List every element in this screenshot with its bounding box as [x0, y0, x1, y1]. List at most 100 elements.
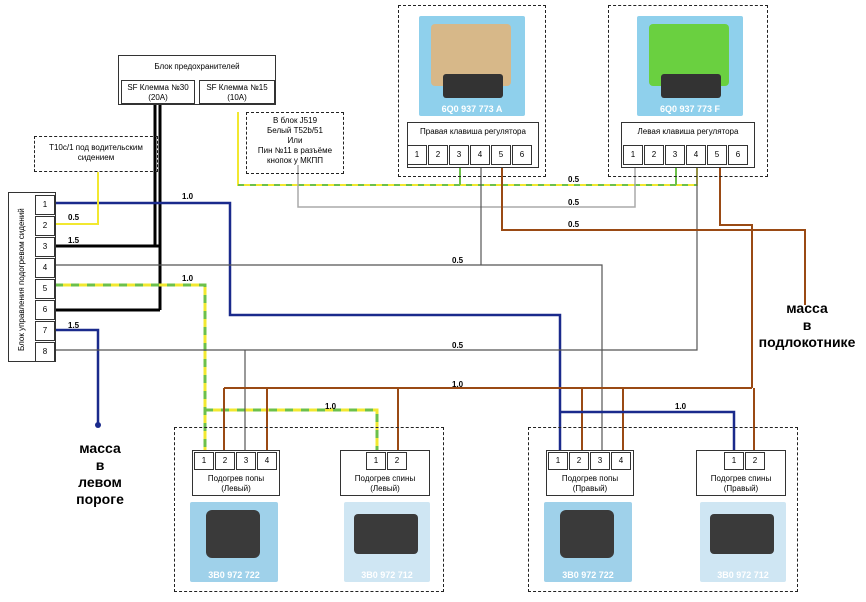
wire-label-b2: 1.0: [325, 402, 337, 411]
wire-brown-right5: [501, 165, 806, 305]
j519-line2: Белый T52b/51: [267, 126, 323, 135]
ls-pin-1: 1: [623, 145, 643, 165]
wire-grey-top: [297, 165, 636, 208]
ground-armrest-label: масса в подлокотнике: [752, 300, 862, 351]
t10c-line2: сидением: [77, 153, 115, 162]
control-unit-title: Блок управления подогревом сидений: [17, 208, 26, 351]
right-heaters-group: [528, 427, 798, 592]
cu-pin-3: 3: [35, 237, 55, 257]
rb-photo: 3B0 972 712: [700, 502, 786, 582]
control-unit: Блок управления подогревом сидений 1 2 3…: [8, 192, 56, 362]
wire-label-g1: 0.5: [568, 175, 580, 184]
lc-title-1: Подогрев попы: [207, 474, 265, 483]
cu-pin-7: 7: [35, 321, 55, 341]
cu-pin-8: 8: [35, 342, 55, 362]
fuse-sf15-rating: (10A): [227, 93, 247, 102]
right-switch-photo: 6Q0 937 773 A: [419, 16, 525, 116]
ground-armrest-line1: масса: [786, 300, 828, 316]
lc-title-2: (Левый): [221, 484, 251, 493]
rc-pin-3: 3: [590, 452, 610, 470]
rc-title-1: Подогрев попы: [561, 474, 619, 483]
lb-pin-1: 1: [366, 452, 386, 470]
wire-label-w1: 1.0: [182, 192, 194, 201]
wire-label-w5: 1.0: [182, 274, 194, 283]
rs-pin-5: 5: [491, 145, 511, 165]
t10c-line1: T10c/1 под водительским: [49, 143, 143, 152]
left-switch-photo: 6Q0 937 773 F: [637, 16, 743, 116]
cu-pin-1: 1: [35, 195, 55, 215]
wire-pin7-blue: [55, 328, 100, 425]
ground-left-dot: [95, 422, 101, 428]
lc-part-no: 3B0 972 722: [208, 570, 260, 580]
right-switch-part-no: 6Q0 937 773 A: [441, 104, 503, 114]
wire-label-w3: 1.5: [68, 236, 80, 245]
wire-label-b3: 1.0: [675, 402, 687, 411]
left-heaters-group: [174, 427, 444, 592]
ls-pin-5: 5: [707, 145, 727, 165]
rb-title-1: Подогрев спины: [710, 474, 772, 483]
fuse-sf15-label: SF Клемма №15: [206, 83, 268, 92]
j519-line3: Или: [287, 136, 303, 145]
cu-pin-6: 6: [35, 300, 55, 320]
ls-pin-2: 2: [644, 145, 664, 165]
rc-title-2: (Правый): [572, 484, 608, 493]
fuse-sf15: SF Клемма №15 (10A): [199, 80, 275, 104]
rc-pin-4: 4: [611, 452, 631, 470]
cu-pin-4: 4: [35, 258, 55, 278]
ground-left-label: масса в левом пороге: [60, 440, 140, 508]
left-switch-group: 6Q0 937 773 F Левая клавиша регулятора: [608, 5, 768, 177]
ground-left-line1: масса: [79, 440, 121, 456]
rs-pin-3: 3: [449, 145, 469, 165]
ground-left-line3: левом: [78, 474, 122, 490]
lb-title-1: Подогрев спины: [354, 474, 416, 483]
rs-pin-6: 6: [512, 145, 532, 165]
cu-pin-2: 2: [35, 216, 55, 236]
cu-pin-5: 5: [35, 279, 55, 299]
fuse-sf30: SF Клемма №30 (20A): [121, 80, 195, 104]
ground-left-line4: пороге: [76, 491, 124, 507]
wire-brown-left5: [719, 165, 753, 388]
rc-pin-2: 2: [569, 452, 589, 470]
t10c-note: T10c/1 под водительским сидением: [34, 136, 158, 172]
ground-left-line2: в: [95, 457, 105, 473]
left-switch-title: Левая клавиша регулятора: [637, 127, 739, 136]
wire-label-b1: 1.0: [452, 380, 464, 389]
ls-pin-4: 4: [686, 145, 706, 165]
lb-part-no: 3B0 972 712: [361, 570, 413, 580]
fuse-block-title: Блок предохранителей: [154, 62, 240, 71]
fuse-sf30-label: SF Клемма №30: [127, 83, 189, 92]
wire-label-g2: 0.5: [568, 198, 580, 207]
rb-pin-1: 1: [724, 452, 744, 470]
j519-line5: кнопок у МКПП: [267, 156, 323, 165]
wire-pin4-grey: [55, 264, 603, 455]
ls-pin-3: 3: [665, 145, 685, 165]
fuse-block: Блок предохранителей SF Клемма №30 (20A)…: [118, 55, 276, 105]
lc-pin-4: 4: [257, 452, 277, 470]
rs-pin-2: 2: [428, 145, 448, 165]
wire-pin1-blue: [55, 201, 562, 455]
wire-label-g3: 0.5: [568, 220, 580, 229]
rc-photo: 3B0 972 722: [544, 502, 632, 582]
wire-pin8-grey: [55, 165, 698, 351]
wire-label-w7: 1.5: [68, 321, 80, 330]
j519-line4: Пин №11 в разъёме: [257, 146, 333, 155]
wire-pin2-yellow: [55, 172, 99, 225]
rs-pin-4: 4: [470, 145, 490, 165]
ground-armrest-line3: подлокотнике: [758, 334, 856, 350]
fuse-sf30-rating: (20A): [148, 93, 168, 102]
left-switch-part-no: 6Q0 937 773 F: [659, 104, 721, 114]
j519-note: В блок J519 Белый T52b/51 Или Пин №11 в …: [246, 112, 344, 174]
right-switch-title: Правая клавиша регулятора: [420, 127, 526, 136]
ground-armrest-line2: в: [802, 317, 812, 333]
wire-label-w8: 0.5: [452, 341, 464, 350]
wire-label-w2: 0.5: [68, 213, 80, 222]
lc-pin-2: 2: [215, 452, 235, 470]
rb-part-no: 3B0 972 712: [717, 570, 769, 580]
lb-pin-2: 2: [387, 452, 407, 470]
wire-label-w4: 0.5: [452, 256, 464, 265]
rb-title-2: (Правый): [723, 484, 759, 493]
rc-pin-1: 1: [548, 452, 568, 470]
wire-blue-right-back: [560, 410, 736, 455]
lc-pin-1: 1: [194, 452, 214, 470]
